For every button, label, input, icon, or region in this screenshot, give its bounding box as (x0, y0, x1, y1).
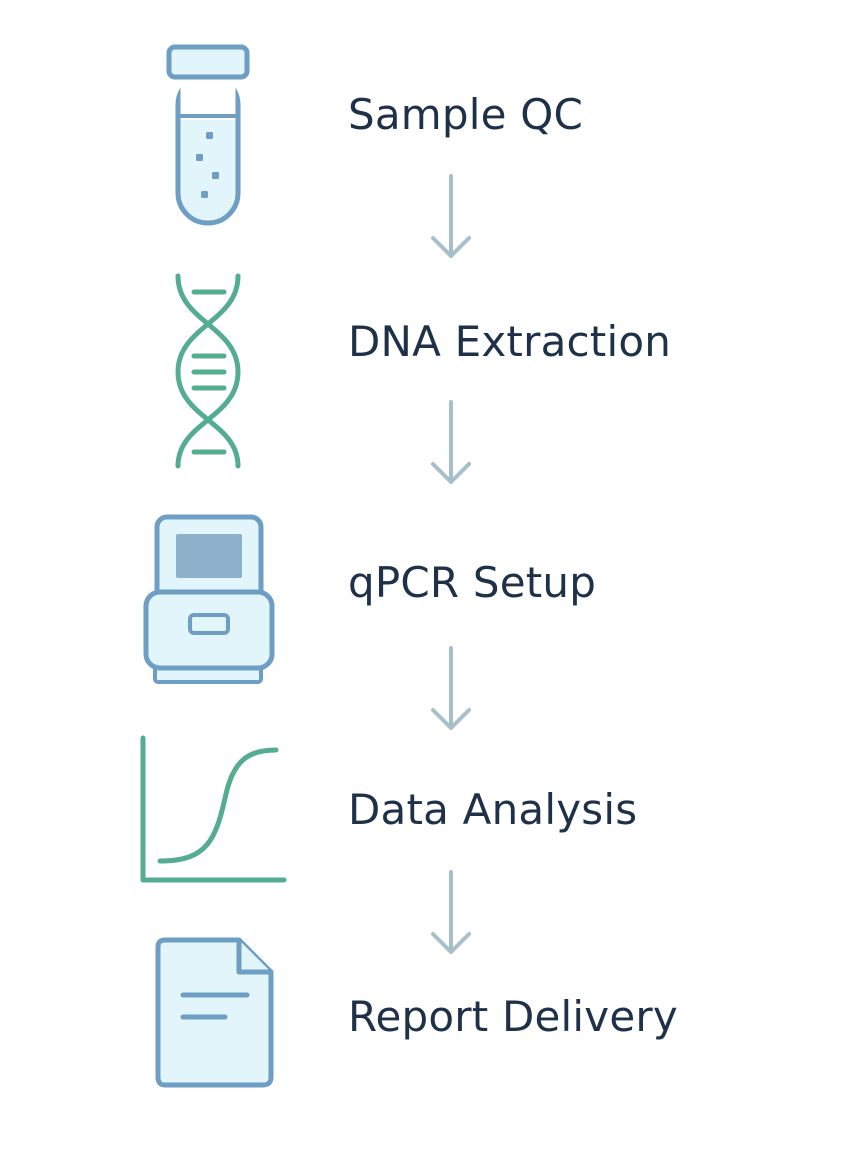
flow-arrow (426, 870, 476, 958)
flow-arrow (426, 646, 476, 734)
step-label-data-analysis: Data Analysis (348, 785, 638, 834)
document-icon (155, 937, 275, 1089)
step-label-sample-qc: Sample QC (348, 90, 584, 139)
flow-arrow (426, 174, 476, 262)
flow-arrow (426, 400, 476, 488)
step-label-qpcr-setup: qPCR Setup (348, 558, 597, 607)
step-label-report-delivery: Report Delivery (348, 992, 678, 1041)
dna-helix-icon (170, 272, 246, 470)
amplification-curve-icon (138, 734, 290, 886)
test-tube-icon (166, 44, 252, 228)
step-label-dna-extraction: DNA Extraction (348, 317, 672, 366)
qpcr-machine-icon (143, 514, 275, 686)
